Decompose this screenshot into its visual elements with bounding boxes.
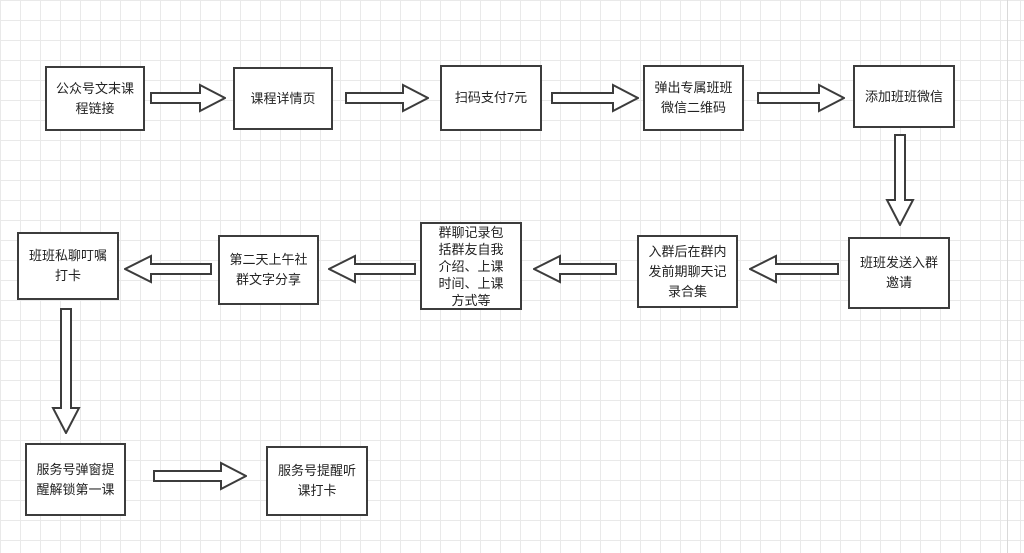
arrow-down-icon[interactable] (51, 308, 81, 434)
node-add-banban-wechat[interactable]: 添加班班微信 (853, 65, 955, 128)
arrow-right-icon[interactable] (150, 83, 226, 113)
node-label: 群聊记录包括群友自我介绍、上课时间、上课方式等 (438, 224, 504, 308)
node-private-checkin-reminder[interactable]: 班班私聊叮嘱打卡 (17, 232, 119, 300)
node-chat-records-content[interactable]: 群聊记录包括群友自我介绍、上课时间、上课方式等 (420, 222, 522, 310)
arrow-left-icon[interactable] (749, 254, 839, 284)
node-label: 添加班班微信 (864, 88, 943, 104)
arrow-right-icon[interactable] (551, 83, 639, 113)
node-service-listen-checkin[interactable]: 服务号提醒听课打卡 (266, 446, 368, 516)
node-label: 服务号弹窗提醒解锁第一课 (36, 461, 115, 497)
node-label: 弹出专属班班微信二维码 (654, 80, 733, 115)
node-label: 课程详情页 (250, 90, 316, 106)
node-label: 第二天上午社群文字分享 (229, 252, 308, 287)
node-banban-group-invite[interactable]: 班班发送入群邀请 (848, 237, 950, 309)
arrow-left-icon[interactable] (124, 254, 212, 284)
node-label: 公众号文末课程链接 (55, 80, 134, 116)
node-label: 班班发送入群邀请 (859, 255, 938, 290)
node-label: 入群后在群内发前期聊天记录合集 (648, 243, 727, 299)
node-post-chat-records[interactable]: 入群后在群内发前期聊天记录合集 (637, 235, 738, 308)
arrow-left-icon[interactable] (328, 254, 416, 284)
node-label: 扫码支付7元 (454, 90, 528, 105)
node-service-popup-unlock[interactable]: 服务号弹窗提醒解锁第一课 (25, 443, 126, 516)
arrow-right-icon[interactable] (153, 461, 247, 491)
arrow-right-icon[interactable] (345, 83, 429, 113)
node-community-text-share[interactable]: 第二天上午社群文字分享 (218, 235, 319, 305)
node-scan-pay[interactable]: 扫码支付7元 (440, 65, 542, 131)
node-label: 服务号提醒听课打卡 (277, 463, 356, 498)
canvas-right-edge (1007, 0, 1008, 553)
node-label: 班班私聊叮嘱打卡 (28, 248, 107, 283)
arrow-down-icon[interactable] (885, 134, 915, 226)
arrow-right-icon[interactable] (757, 83, 845, 113)
node-course-detail-page[interactable]: 课程详情页 (233, 67, 333, 130)
node-official-account-link[interactable]: 公众号文末课程链接 (45, 66, 145, 131)
arrow-left-icon[interactable] (533, 254, 617, 284)
node-popup-qrcode[interactable]: 弹出专属班班微信二维码 (643, 65, 744, 131)
